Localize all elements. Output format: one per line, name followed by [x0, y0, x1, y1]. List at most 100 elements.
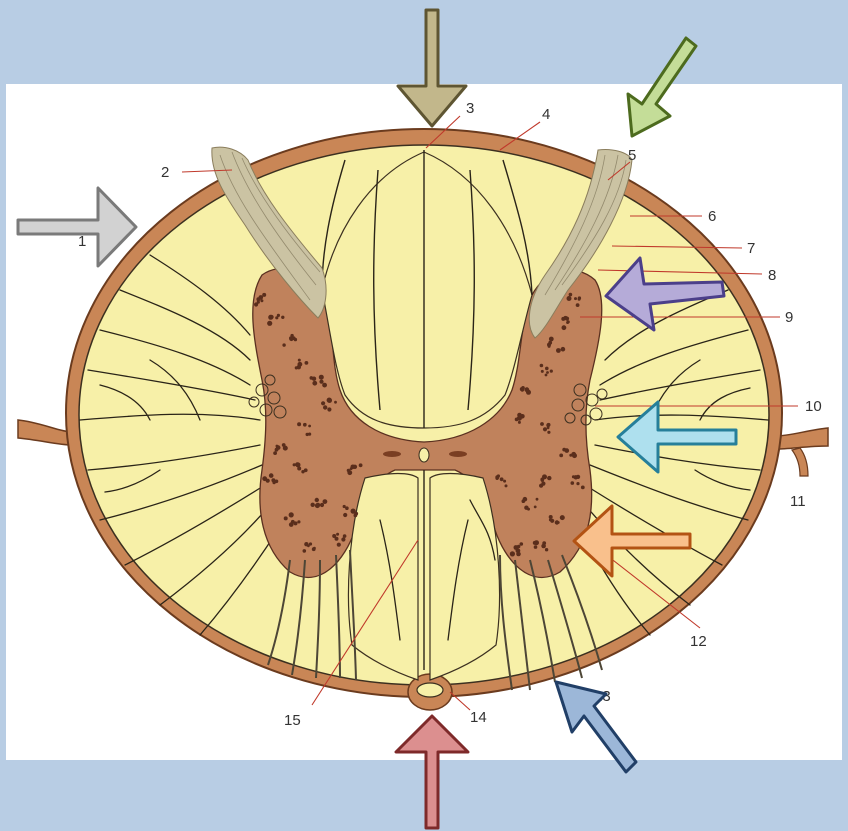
neuron-dot: [276, 445, 279, 448]
neuron-dot: [578, 296, 581, 299]
neuron-dot: [294, 521, 298, 525]
neuron-dot: [290, 334, 293, 337]
neuron-dot: [351, 509, 356, 514]
neuron-dot: [353, 465, 357, 469]
neuron-dot: [277, 314, 280, 317]
neuron-dot: [336, 533, 339, 536]
neuron-dot: [541, 370, 544, 373]
label-1: 1: [78, 233, 86, 250]
neuron-dot: [567, 296, 572, 301]
neuron-dot: [347, 469, 350, 472]
neuron-dot: [547, 476, 551, 480]
label-4: 4: [542, 106, 550, 123]
neuron-dot: [295, 462, 299, 466]
neuron-dot: [289, 522, 294, 527]
neuron-dot: [542, 541, 546, 545]
label-2: 2: [161, 164, 169, 181]
neuron-dot: [312, 377, 316, 381]
commissure-mark-left: [383, 451, 401, 457]
neuron-dot: [303, 423, 307, 427]
neuron-dot: [327, 398, 332, 403]
neuron-dot: [557, 521, 560, 524]
neuron-dot: [294, 338, 297, 341]
neuron-dot: [312, 381, 317, 386]
neuron-dot: [545, 367, 549, 371]
neuron-dot: [257, 301, 260, 304]
neuron-dot: [574, 297, 577, 300]
commissure-mark-right: [449, 451, 467, 457]
neuron-dot: [319, 380, 323, 384]
neuron-dot: [545, 548, 548, 551]
label-8: 8: [768, 267, 776, 284]
neuron-dot: [337, 543, 341, 547]
neuron-dot: [320, 503, 324, 507]
neuron-dot: [283, 446, 288, 451]
neuron-dot: [267, 321, 272, 326]
neuron-dot: [323, 405, 327, 409]
anterior-vessel-lumen: [417, 683, 443, 697]
neuron-dot: [298, 359, 301, 362]
neuron-dot: [576, 303, 580, 307]
neuron-dot: [282, 343, 285, 346]
neuron-dot: [335, 537, 339, 541]
anterior-funiculus-left: [348, 474, 418, 681]
neuron-dot: [520, 542, 524, 546]
neuron-dot: [297, 422, 301, 426]
neuron-dot: [516, 552, 521, 557]
neuron-dot: [321, 401, 325, 405]
neuron-dot: [297, 467, 301, 471]
neuron-dot: [262, 293, 266, 297]
label-6: 6: [708, 208, 716, 225]
neuron-dot: [545, 374, 548, 377]
neuron-dot: [539, 484, 543, 488]
neuron-dot: [527, 508, 530, 511]
neuron-dot: [518, 421, 521, 424]
neuron-dot: [304, 542, 308, 546]
neuron-dot: [549, 337, 554, 342]
neuron-dot: [565, 317, 569, 321]
neuron-dot: [505, 484, 508, 487]
neuron-dot: [569, 293, 573, 297]
neuron-dot: [546, 371, 549, 374]
neuron-dot: [547, 426, 550, 429]
neuron-dot: [540, 422, 544, 426]
neuron-dot: [547, 423, 551, 427]
neuron-dot: [315, 498, 319, 502]
neuron-dot: [561, 317, 565, 321]
neuron-dot: [359, 463, 363, 467]
neuron-dot: [548, 345, 551, 348]
label-11: 11: [790, 493, 806, 510]
neuron-dot: [295, 366, 298, 369]
label-15: 15: [284, 712, 301, 729]
neuron-dot: [308, 425, 311, 428]
neuron-dot: [319, 375, 324, 380]
neuron-dot: [515, 418, 519, 422]
neuron-dot: [524, 387, 529, 392]
neuron-dot: [323, 499, 328, 504]
neuron-dot: [581, 486, 585, 490]
neuron-dot: [561, 347, 566, 352]
neuron-dot: [510, 551, 515, 556]
neuron-dot: [495, 475, 499, 479]
neuron-dot: [514, 545, 519, 550]
neuron-dot: [565, 448, 570, 453]
neuron-dot: [312, 547, 316, 551]
neuron-dot: [304, 468, 308, 472]
neuron-dot: [269, 473, 274, 478]
neuron-dot: [271, 478, 275, 482]
neuron-dot: [518, 415, 521, 418]
neuron-dot: [322, 383, 327, 388]
neuron-dot: [503, 480, 506, 483]
neuron-dot: [571, 481, 575, 485]
neuron-dot: [559, 454, 563, 458]
neuron-dot: [343, 534, 347, 538]
label-9: 9: [785, 309, 793, 326]
neuron-dot: [273, 451, 277, 455]
label-12: 12: [690, 633, 707, 650]
neuron-dot: [550, 370, 553, 373]
neuron-dot: [571, 452, 576, 457]
neuron-dot: [262, 476, 267, 481]
neuron-dot: [343, 513, 347, 517]
neuron-dot: [556, 348, 561, 353]
